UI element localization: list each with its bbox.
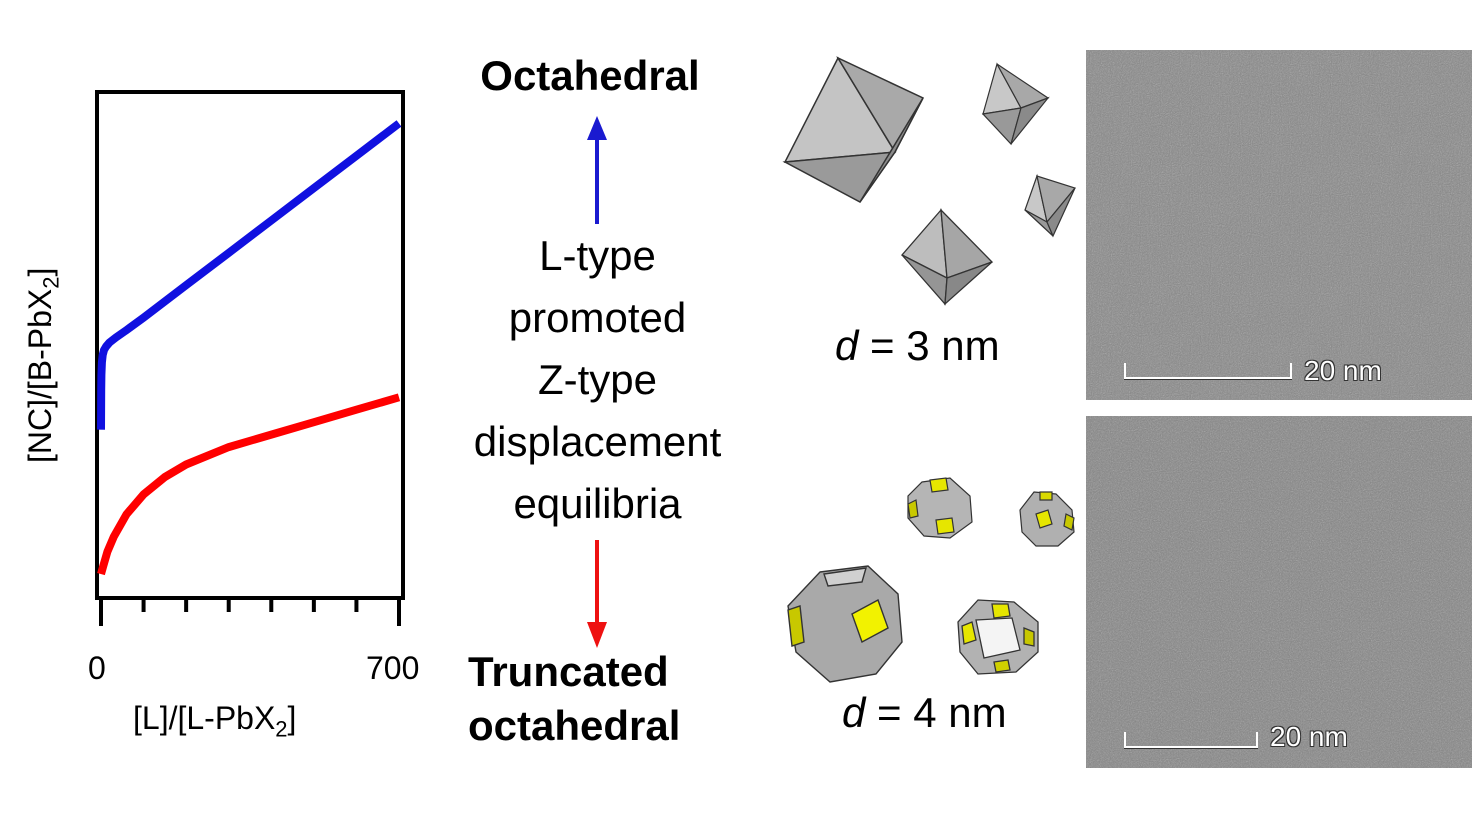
down-arrow-head — [587, 622, 607, 648]
truncated-octahedra-illustration — [787, 477, 1075, 683]
scale-bar-bottom — [1124, 732, 1258, 748]
down-arrow — [587, 540, 607, 648]
y-axis-label-sub: 2 — [38, 276, 64, 289]
y-axis-label-main: [NC]/[B-PbX — [22, 288, 58, 463]
truncated-line-1: Truncated — [468, 648, 669, 695]
tem-texture-top — [1086, 50, 1472, 400]
x-axis-label-end: ] — [287, 700, 297, 736]
truncated-small-1-icon — [907, 477, 973, 539]
y-axis-label: [NC]/[B-PbX2] — [22, 223, 64, 463]
ligand-ratio-chart: 0 700 [L]/[L-PbX2] [NC]/[B-PbX2] — [0, 0, 450, 760]
size-value-top: = 3 nm — [858, 322, 1000, 369]
scale-bar-top — [1124, 363, 1292, 379]
size-label-3nm: d = 3 nm — [835, 322, 1000, 370]
size-label-4nm: d = 4 nm — [842, 689, 1007, 737]
size-var-top: d — [835, 322, 859, 369]
x-axis-ticks — [99, 598, 401, 626]
scale-label-top: 20 nm — [1304, 355, 1382, 386]
mechanism-line-2: promoted — [508, 294, 687, 341]
x-axis-label: [L]/[L-PbX2] — [133, 700, 296, 742]
octahedra-illustration — [782, 56, 1077, 306]
truncated-small-2-icon — [1019, 491, 1075, 547]
tem-image-top: 20 nm — [1086, 50, 1472, 400]
y-axis-label-end: ] — [22, 267, 58, 277]
series-line-1 — [97, 393, 401, 576]
mechanism-line-3: Z-type — [537, 356, 658, 403]
x-tick-label-0: 0 — [88, 650, 106, 686]
truncated-line-2: octahedral — [468, 702, 681, 749]
mechanism-text: L-type promoted Z-type displacement equi… — [440, 225, 755, 535]
octahedral-label: Octahedral — [480, 52, 700, 99]
mechanism-line-4: displacement — [473, 418, 722, 465]
mechanism-line-5: equilibria — [513, 480, 682, 527]
truncated-octahedral-label: Truncated octahedral — [430, 645, 730, 753]
series-layer — [97, 120, 402, 576]
series-line-0 — [97, 120, 402, 430]
scale-label-bottom: 20 nm — [1270, 721, 1348, 752]
size-var-bottom: d — [842, 689, 866, 736]
mechanism-line-1: L-type — [539, 232, 656, 279]
truncated-large-icon — [787, 565, 903, 683]
tem-image-bottom: 20 nm — [1086, 416, 1472, 768]
x-axis-label-main: [L]/[L-PbX — [133, 700, 276, 736]
octahedron-small-2-icon — [1024, 173, 1077, 238]
x-axis-label-sub: 2 — [275, 716, 288, 742]
octahedron-small-1-icon — [981, 62, 1050, 146]
up-arrow — [587, 116, 607, 224]
chart-canvas — [95, 90, 405, 626]
x-tick-label-700: 700 — [366, 650, 420, 686]
size-value-bottom: = 4 nm — [865, 689, 1007, 736]
octahedron-large-icon — [782, 56, 925, 203]
truncated-medium-icon — [957, 599, 1039, 675]
up-arrow-head — [587, 116, 607, 140]
plot-frame — [95, 90, 405, 600]
tem-texture-bottom — [1086, 416, 1472, 768]
octahedron-medium-icon — [900, 208, 994, 306]
